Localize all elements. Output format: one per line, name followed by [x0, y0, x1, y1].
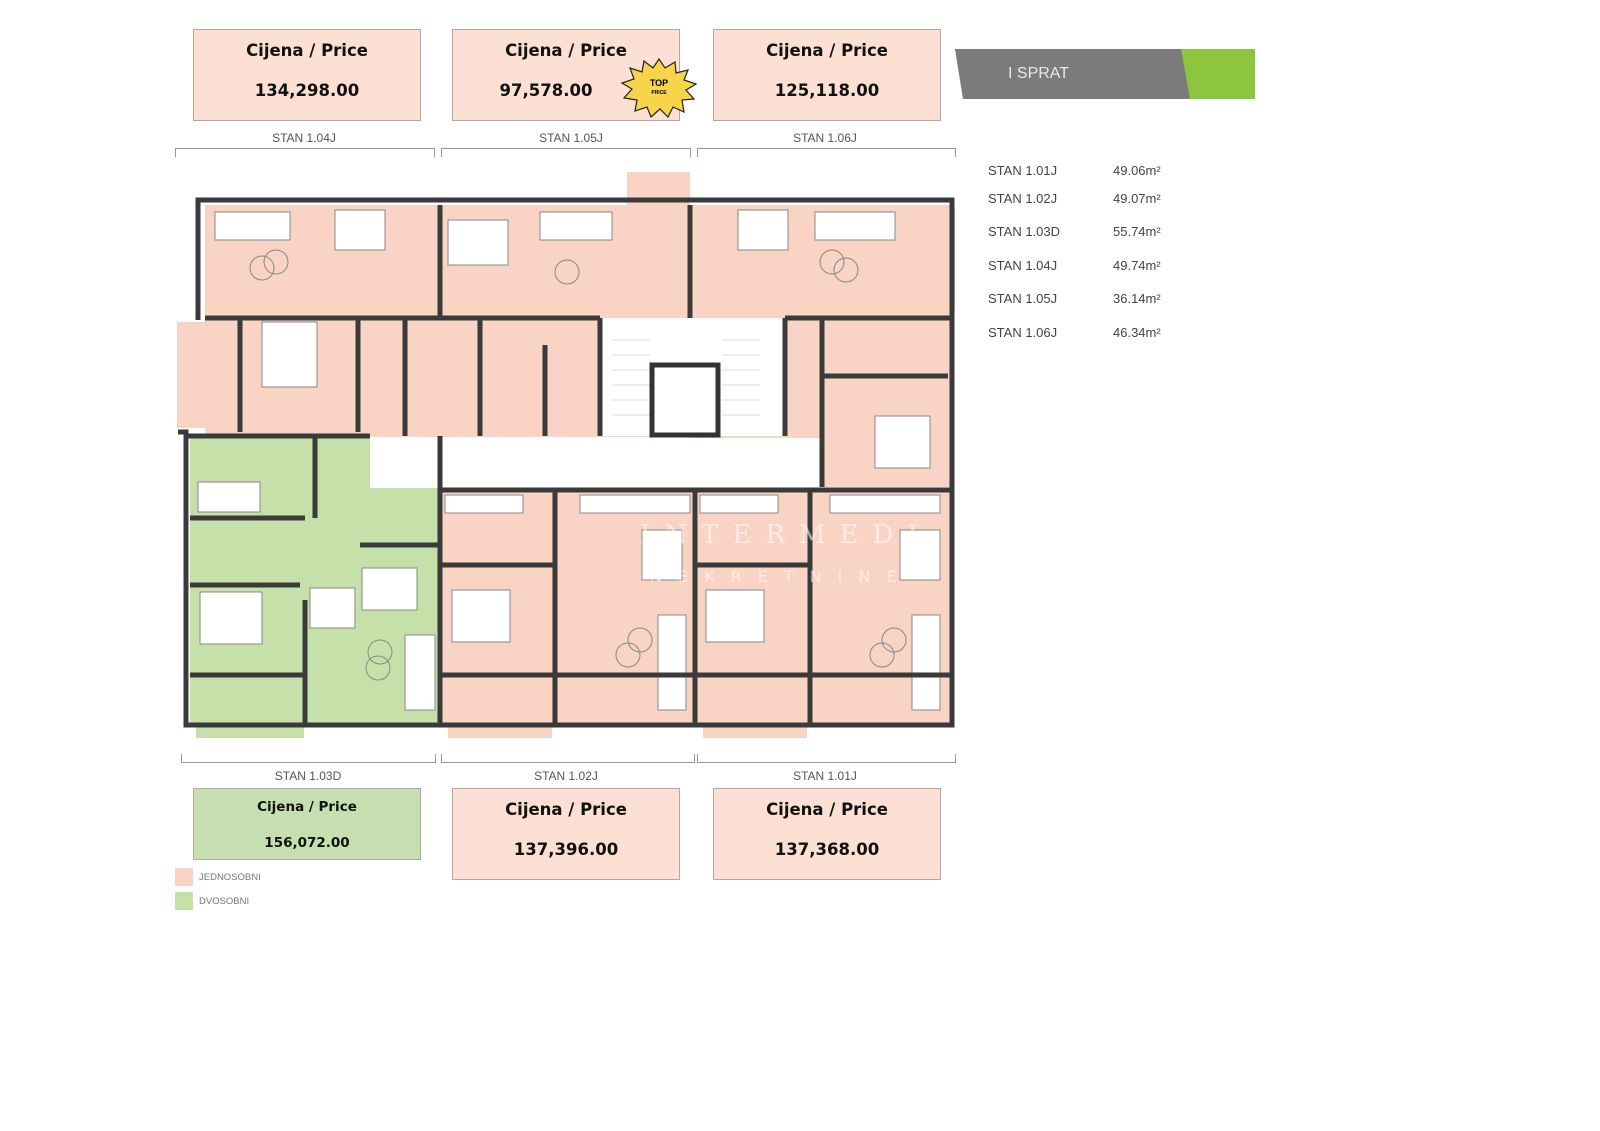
- dimension-bracket: [697, 754, 956, 763]
- area-row: STAN 1.01J 49.06m²: [988, 163, 1161, 178]
- elevator: [649, 362, 721, 438]
- balcony-stan-1-02j: [448, 680, 552, 738]
- price-label: Cijena / Price: [505, 41, 627, 60]
- area-unit: STAN 1.01J: [988, 163, 1058, 178]
- price-value: 156,072.00: [264, 835, 350, 851]
- balcony-stan-1-06j: [905, 207, 955, 310]
- price-value: 97,578.00: [499, 81, 593, 100]
- balcony-stan-1-01j: [703, 680, 807, 738]
- balcony-stan-1-03d: [196, 680, 304, 738]
- unit-label: STAN 1.04J: [272, 131, 336, 145]
- price-label: Cijena / Price: [257, 799, 357, 815]
- area-row: STAN 1.03D 55.74m²: [988, 224, 1161, 239]
- price-value: 125,118.00: [774, 81, 880, 100]
- area-value: 49.74m²: [1113, 258, 1161, 273]
- dimension-bracket: [441, 754, 695, 763]
- stairwell: [600, 318, 785, 436]
- price-value: 137,368.00: [774, 840, 880, 859]
- price-box-stan-1-02j: Cijena / Price 137,396.00: [452, 788, 680, 880]
- area-row: STAN 1.06J 46.34m²: [988, 325, 1161, 340]
- area-value: 36.14m²: [1113, 291, 1161, 306]
- area-unit: STAN 1.02J: [988, 191, 1058, 206]
- area-row: STAN 1.04J 49.74m²: [988, 258, 1161, 273]
- unit-label: STAN 1.06J: [793, 131, 857, 145]
- balcony-stan-1-04j: [177, 322, 240, 428]
- price-value: 134,298.00: [254, 81, 360, 100]
- price-box-stan-1-06j: Cijena / Price 125,118.00: [713, 29, 941, 121]
- area-unit: STAN 1.04J: [988, 258, 1058, 273]
- legend-label: JEDNOSOBNI: [199, 872, 261, 883]
- price-value: 137,396.00: [513, 840, 619, 859]
- area-value: 49.06m²: [1113, 163, 1161, 178]
- corridor: [370, 438, 820, 488]
- price-box-stan-1-04j: Cijena / Price 134,298.00: [193, 29, 421, 121]
- unit-label: STAN 1.05J: [539, 131, 603, 145]
- dimension-bracket: [181, 754, 436, 763]
- floor-title: I SPRAT: [1008, 65, 1070, 82]
- price-label: Cijena / Price: [766, 800, 888, 819]
- unit-label: STAN 1.03D: [274, 769, 342, 783]
- room-stan-1-04j: [205, 205, 440, 437]
- banner-shape: [955, 49, 1255, 99]
- badge-line2: PRICE: [651, 90, 667, 96]
- dimension-bracket: [175, 148, 435, 157]
- starburst-icon: [620, 57, 698, 119]
- area-row: STAN 1.05J 36.14m²: [988, 291, 1161, 306]
- dimension-bracket: [441, 148, 691, 157]
- area-unit: STAN 1.03D: [988, 224, 1061, 239]
- price-label: Cijena / Price: [766, 41, 888, 60]
- legend-swatch-jednosobni: [175, 868, 193, 886]
- legend-swatch-dvosobni: [175, 892, 193, 910]
- unit-label: STAN 1.02J: [534, 769, 598, 783]
- area-value: 55.74m²: [1113, 224, 1161, 239]
- area-unit: STAN 1.05J: [988, 291, 1058, 306]
- price-label: Cijena / Price: [505, 800, 627, 819]
- top-price-badge: TOP PRICE: [620, 57, 698, 119]
- floor-banner: [955, 49, 1255, 99]
- legend-label: DVOSOBNI: [199, 896, 250, 907]
- area-unit: STAN 1.06J: [988, 325, 1058, 340]
- price-box-stan-1-03d: Cijena / Price 156,072.00: [193, 788, 421, 860]
- area-value: 49.07m²: [1113, 191, 1161, 206]
- unit-label: STAN 1.01J: [793, 769, 857, 783]
- price-label: Cijena / Price: [246, 41, 368, 60]
- dimension-bracket: [697, 148, 956, 157]
- balcony-stan-1-05j: [627, 172, 690, 215]
- area-row: STAN 1.02J 49.07m²: [988, 191, 1161, 206]
- badge-line1: TOP: [649, 78, 669, 88]
- price-box-stan-1-01j: Cijena / Price 137,368.00: [713, 788, 941, 880]
- area-value: 46.34m²: [1113, 325, 1161, 340]
